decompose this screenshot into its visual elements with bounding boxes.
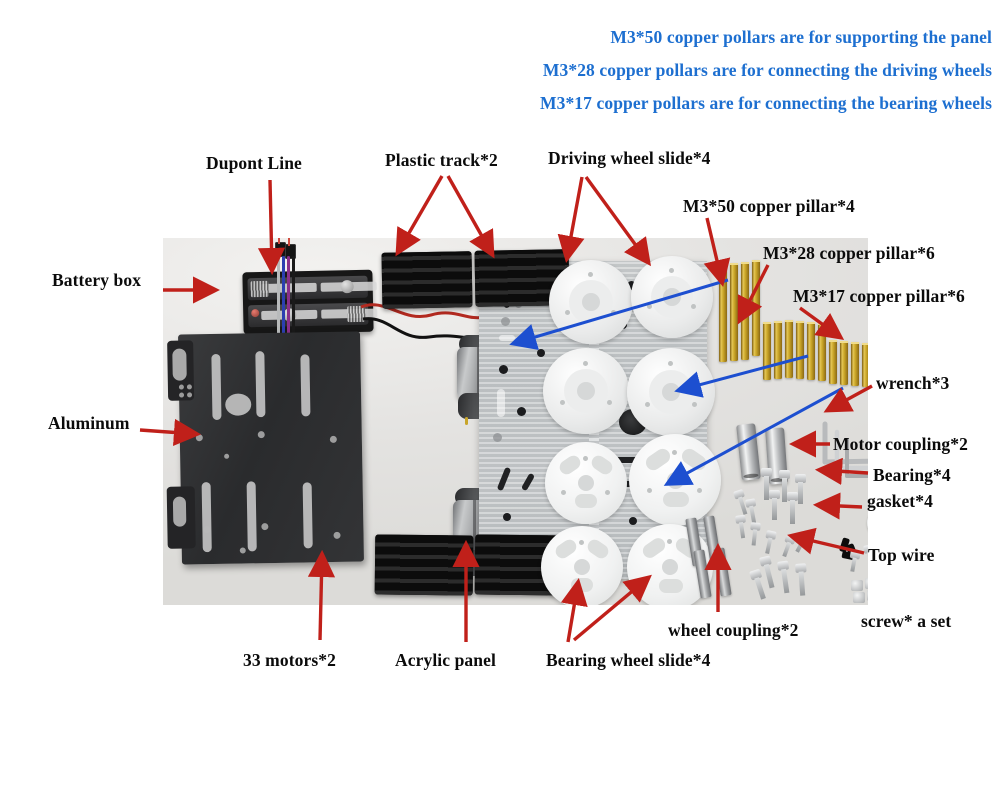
m3-17-pillar-group <box>829 338 868 398</box>
label-top-wire: Top wire <box>868 545 935 565</box>
label-wheel-coupling: wheel coupling*2 <box>668 620 799 640</box>
driving-wheel-slide-part-3 <box>543 348 629 434</box>
label-driving-wheel-slide: Driving wheel slide*4 <box>548 148 711 168</box>
label-gasket: gasket*4 <box>867 491 933 511</box>
parts-photo: DC-12V 型号DC-12V减速电机 <box>163 238 868 605</box>
driving-wheel-slide-part-2 <box>631 256 713 338</box>
label-bearing-wheel-slide: Bearing wheel slide*4 <box>546 650 711 670</box>
label-motors-33: 33 motors*2 <box>243 650 336 670</box>
blue-reference-arrows <box>509 278 844 486</box>
label-dupont-line: Dupont Line <box>206 153 302 173</box>
driving-wheel-slide-part-4 <box>627 348 715 436</box>
label-m3-28-copper-pillar: M3*28 copper pillar*6 <box>763 243 935 263</box>
screw-set-part-group <box>733 468 868 604</box>
note-m3-50: M3*50 copper pollars are for supporting … <box>610 27 992 47</box>
gasket-part-group <box>867 484 868 562</box>
label-m3-50-copper-pillar: M3*50 copper pillar*4 <box>683 196 855 216</box>
label-wrench: wrench*3 <box>876 373 950 393</box>
bearing-wheel-slide-part-1 <box>545 442 627 524</box>
label-motor-coupling: Motor coupling*2 <box>833 434 968 454</box>
label-aluminum: Aluminum <box>48 413 130 433</box>
label-plastic-track: Plastic track*2 <box>385 150 498 170</box>
label-bearing: Bearing*4 <box>873 465 951 485</box>
label-screw-a-set: screw* a set <box>861 611 952 631</box>
label-m3-17-copper-pillar: M3*17 copper pillar*6 <box>793 286 965 306</box>
label-acrylic-panel: Acrylic panel <box>395 650 496 670</box>
note-m3-28: M3*28 copper pollars are for connecting … <box>542 60 992 80</box>
label-battery-box: Battery box <box>52 270 142 290</box>
note-m3-17: M3*17 copper pollars are for connecting … <box>539 93 992 113</box>
